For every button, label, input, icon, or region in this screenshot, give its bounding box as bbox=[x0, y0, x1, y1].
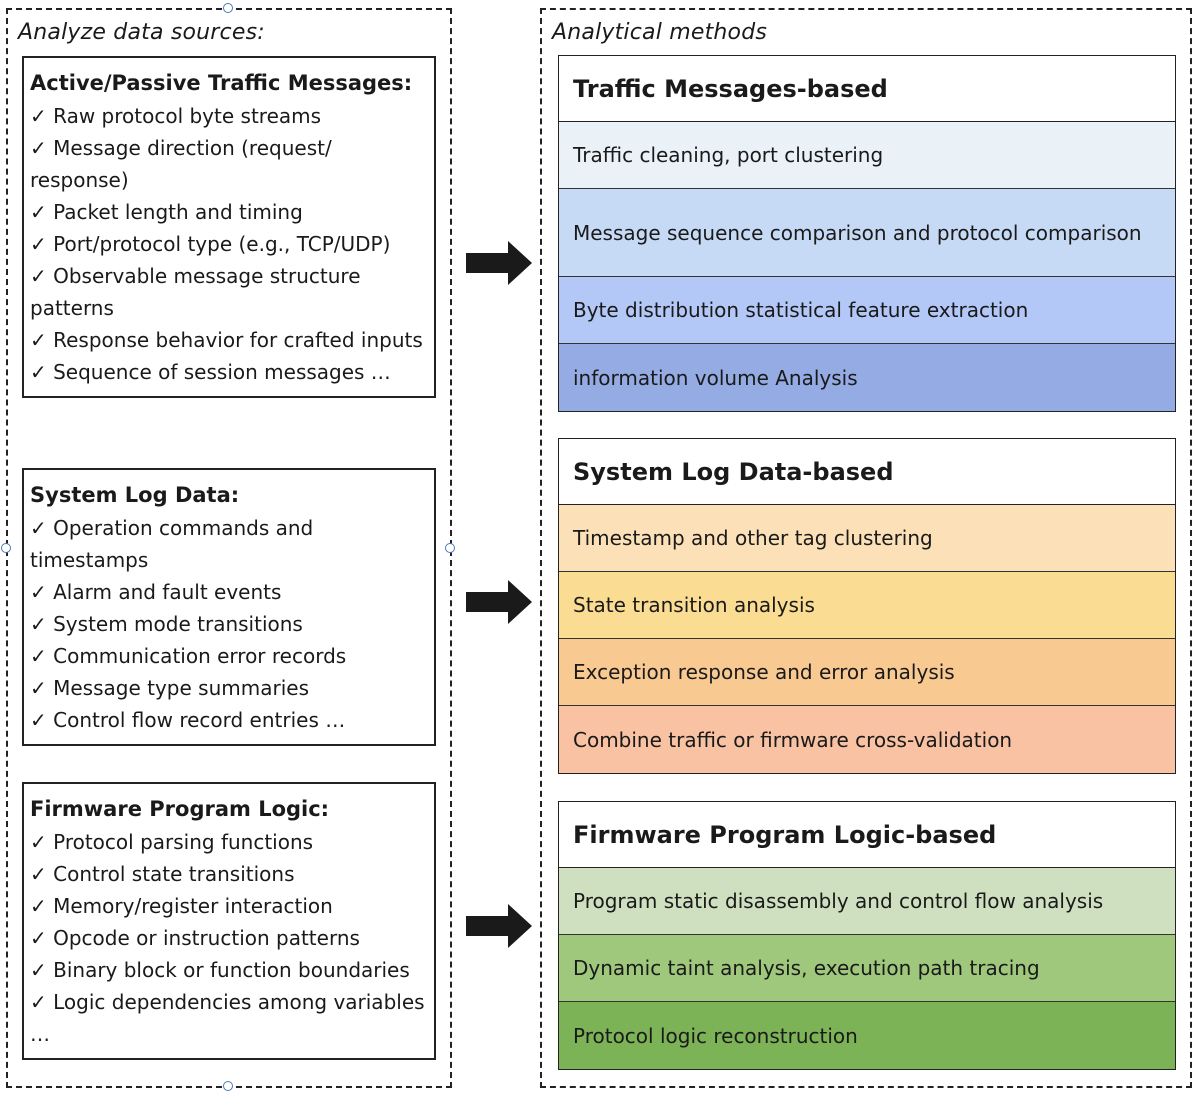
data-sources-panel: Analyze data sources: Active/Passive Tra… bbox=[6, 8, 452, 1088]
source-item: ✓ Message direction (request/ response) bbox=[30, 136, 332, 192]
source-title: Firmware Program Logic: bbox=[30, 797, 330, 821]
analytical-methods-caption: Analytical methods bbox=[552, 20, 768, 45]
source-item: ✓ Logic dependencies among variables … bbox=[30, 990, 425, 1046]
system-log-methods: System Log Data-based Timestamp and othe… bbox=[558, 438, 1176, 774]
source-item: ✓ Port/protocol type (e.g., TCP/UDP) bbox=[30, 232, 391, 256]
source-item: ✓ System mode transitions bbox=[30, 612, 303, 636]
selection-handle[interactable] bbox=[223, 3, 233, 13]
selection-handle[interactable] bbox=[1, 543, 11, 553]
traffic-messages-source-box: Active/Passive Traffic Messages: ✓ Raw p… bbox=[22, 56, 436, 398]
source-title: System Log Data: bbox=[30, 483, 240, 507]
method-row: Timestamp and other tag clustering bbox=[559, 505, 1175, 572]
data-sources-caption: Analyze data sources: bbox=[18, 20, 265, 45]
arrow-right-icon bbox=[466, 241, 532, 285]
method-row: Protocol logic reconstruction bbox=[559, 1002, 1175, 1069]
arrow-right-icon bbox=[466, 580, 532, 624]
method-row: information volume Analysis bbox=[559, 344, 1175, 411]
traffic-messages-methods: Traffic Messages-based Traffic cleaning,… bbox=[558, 55, 1176, 412]
method-row: Message sequence comparison and protocol… bbox=[559, 189, 1175, 277]
method-row: Program static disassembly and control f… bbox=[559, 868, 1175, 935]
source-item: ✓ Operation commands and timestamps bbox=[30, 516, 314, 572]
method-group-title: Firmware Program Logic-based bbox=[559, 802, 1175, 868]
source-item: ✓ Control state transitions bbox=[30, 862, 295, 886]
method-row: Exception response and error analysis bbox=[559, 639, 1175, 706]
source-item: ✓ Sequence of session messages … bbox=[30, 360, 391, 384]
system-log-source-box: System Log Data: ✓ Operation commands an… bbox=[22, 468, 436, 746]
method-row: State transition analysis bbox=[559, 572, 1175, 639]
method-group-title: Traffic Messages-based bbox=[559, 56, 1175, 122]
selection-handle[interactable] bbox=[223, 1081, 233, 1091]
source-item: ✓ Observable message structure patterns bbox=[30, 264, 361, 320]
source-item: ✓ Protocol parsing functions bbox=[30, 830, 314, 854]
source-item: ✓ Memory/register interaction bbox=[30, 894, 333, 918]
method-row: Dynamic taint analysis, execution path t… bbox=[559, 935, 1175, 1002]
firmware-logic-methods: Firmware Program Logic-based Program sta… bbox=[558, 801, 1176, 1070]
method-group-title: System Log Data-based bbox=[559, 439, 1175, 505]
source-item: ✓ Packet length and timing bbox=[30, 200, 303, 224]
selection-handle[interactable] bbox=[445, 543, 455, 553]
source-item: ✓ Control flow record entries … bbox=[30, 708, 346, 732]
source-item: ✓ Opcode or instruction patterns bbox=[30, 926, 360, 950]
source-item: ✓ Message type summaries bbox=[30, 676, 309, 700]
source-title: Active/Passive Traffic Messages: bbox=[30, 71, 413, 95]
arrow-right-icon bbox=[466, 904, 532, 948]
firmware-logic-source-box: Firmware Program Logic: ✓ Protocol parsi… bbox=[22, 782, 436, 1060]
analytical-methods-panel: Analytical methods bbox=[540, 8, 1192, 1088]
source-item: ✓ Alarm and fault events bbox=[30, 580, 282, 604]
source-item: ✓ Communication error records bbox=[30, 644, 347, 668]
source-item: ✓ Raw protocol byte streams bbox=[30, 104, 322, 128]
method-row: Byte distribution statistical feature ex… bbox=[559, 277, 1175, 344]
method-row: Combine traffic or firmware cross-valida… bbox=[559, 706, 1175, 773]
source-item: ✓ Response behavior for crafted inputs bbox=[30, 328, 423, 352]
source-item: ✓ Binary block or function boundaries bbox=[30, 958, 410, 982]
method-row: Traffic cleaning, port clustering bbox=[559, 122, 1175, 189]
